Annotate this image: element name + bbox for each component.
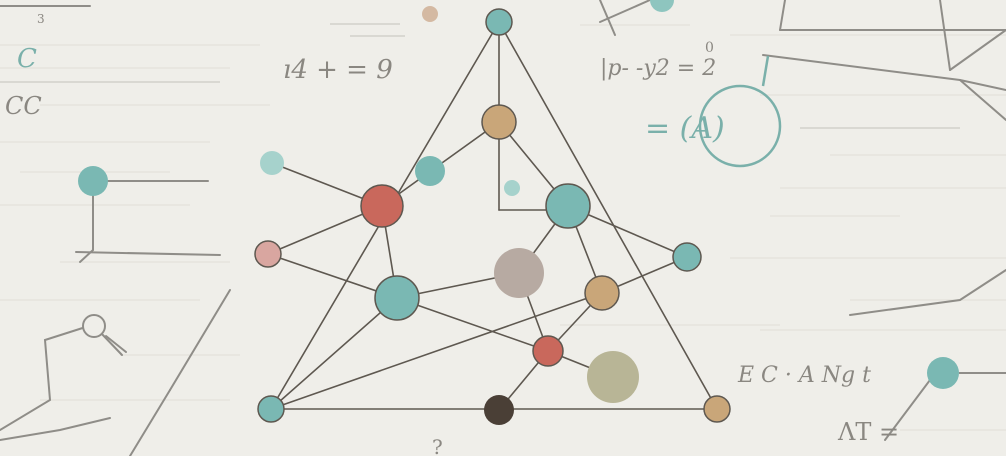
node-teal-bottom-left [257,395,285,423]
node-teal-center-left [374,275,420,321]
node-terracotta-large [360,184,404,228]
node-olive-large [587,351,639,403]
node-pink-left [254,240,282,268]
note-question: ? [432,435,443,456]
hollow-node-sketch [82,314,106,338]
note-circled-a: = (A) [645,111,725,146]
node-tan-upper [481,104,517,140]
tan-node-top [422,6,438,22]
note-zero: 0 [705,40,714,56]
background-nodes [78,0,1006,389]
node-teal-tiny [504,180,520,196]
teal-annotation-stroke [761,55,770,87]
note-cc: CC [5,92,42,120]
teal-node-bottom-right [927,357,959,389]
node-tan-right [584,275,620,311]
handwriting-notes: C CC 3 ı4 + = 9 |p- -y2 = 2 0 = (A) E C … [5,12,899,456]
note-bottom-right: E C · A Ng t [737,363,871,388]
paper-ruling [0,23,1006,431]
note-c: C [17,44,37,74]
note-lambda: ΛT = [837,418,899,446]
note-equation-left: ı4 + = 9 [283,55,393,85]
network-nodes [254,8,731,425]
note-3: 3 [37,12,45,26]
teal-node-top-right [650,0,674,12]
node-teal-right [672,242,702,272]
note-equation-right: |p- -y2 = 2 [600,56,716,81]
teal-circled-annotation [698,84,782,168]
node-terracotta-small [532,335,564,367]
teal-node-left-sketch [78,166,108,196]
node-taupe-center [494,248,544,298]
node-teal-large-right [545,183,591,229]
node-apex [485,8,513,36]
node-teal-faded [415,156,445,186]
node-tan-bottom-right [703,395,731,423]
node-teal-small-left [260,151,284,175]
node-dark-bottom [484,395,514,425]
